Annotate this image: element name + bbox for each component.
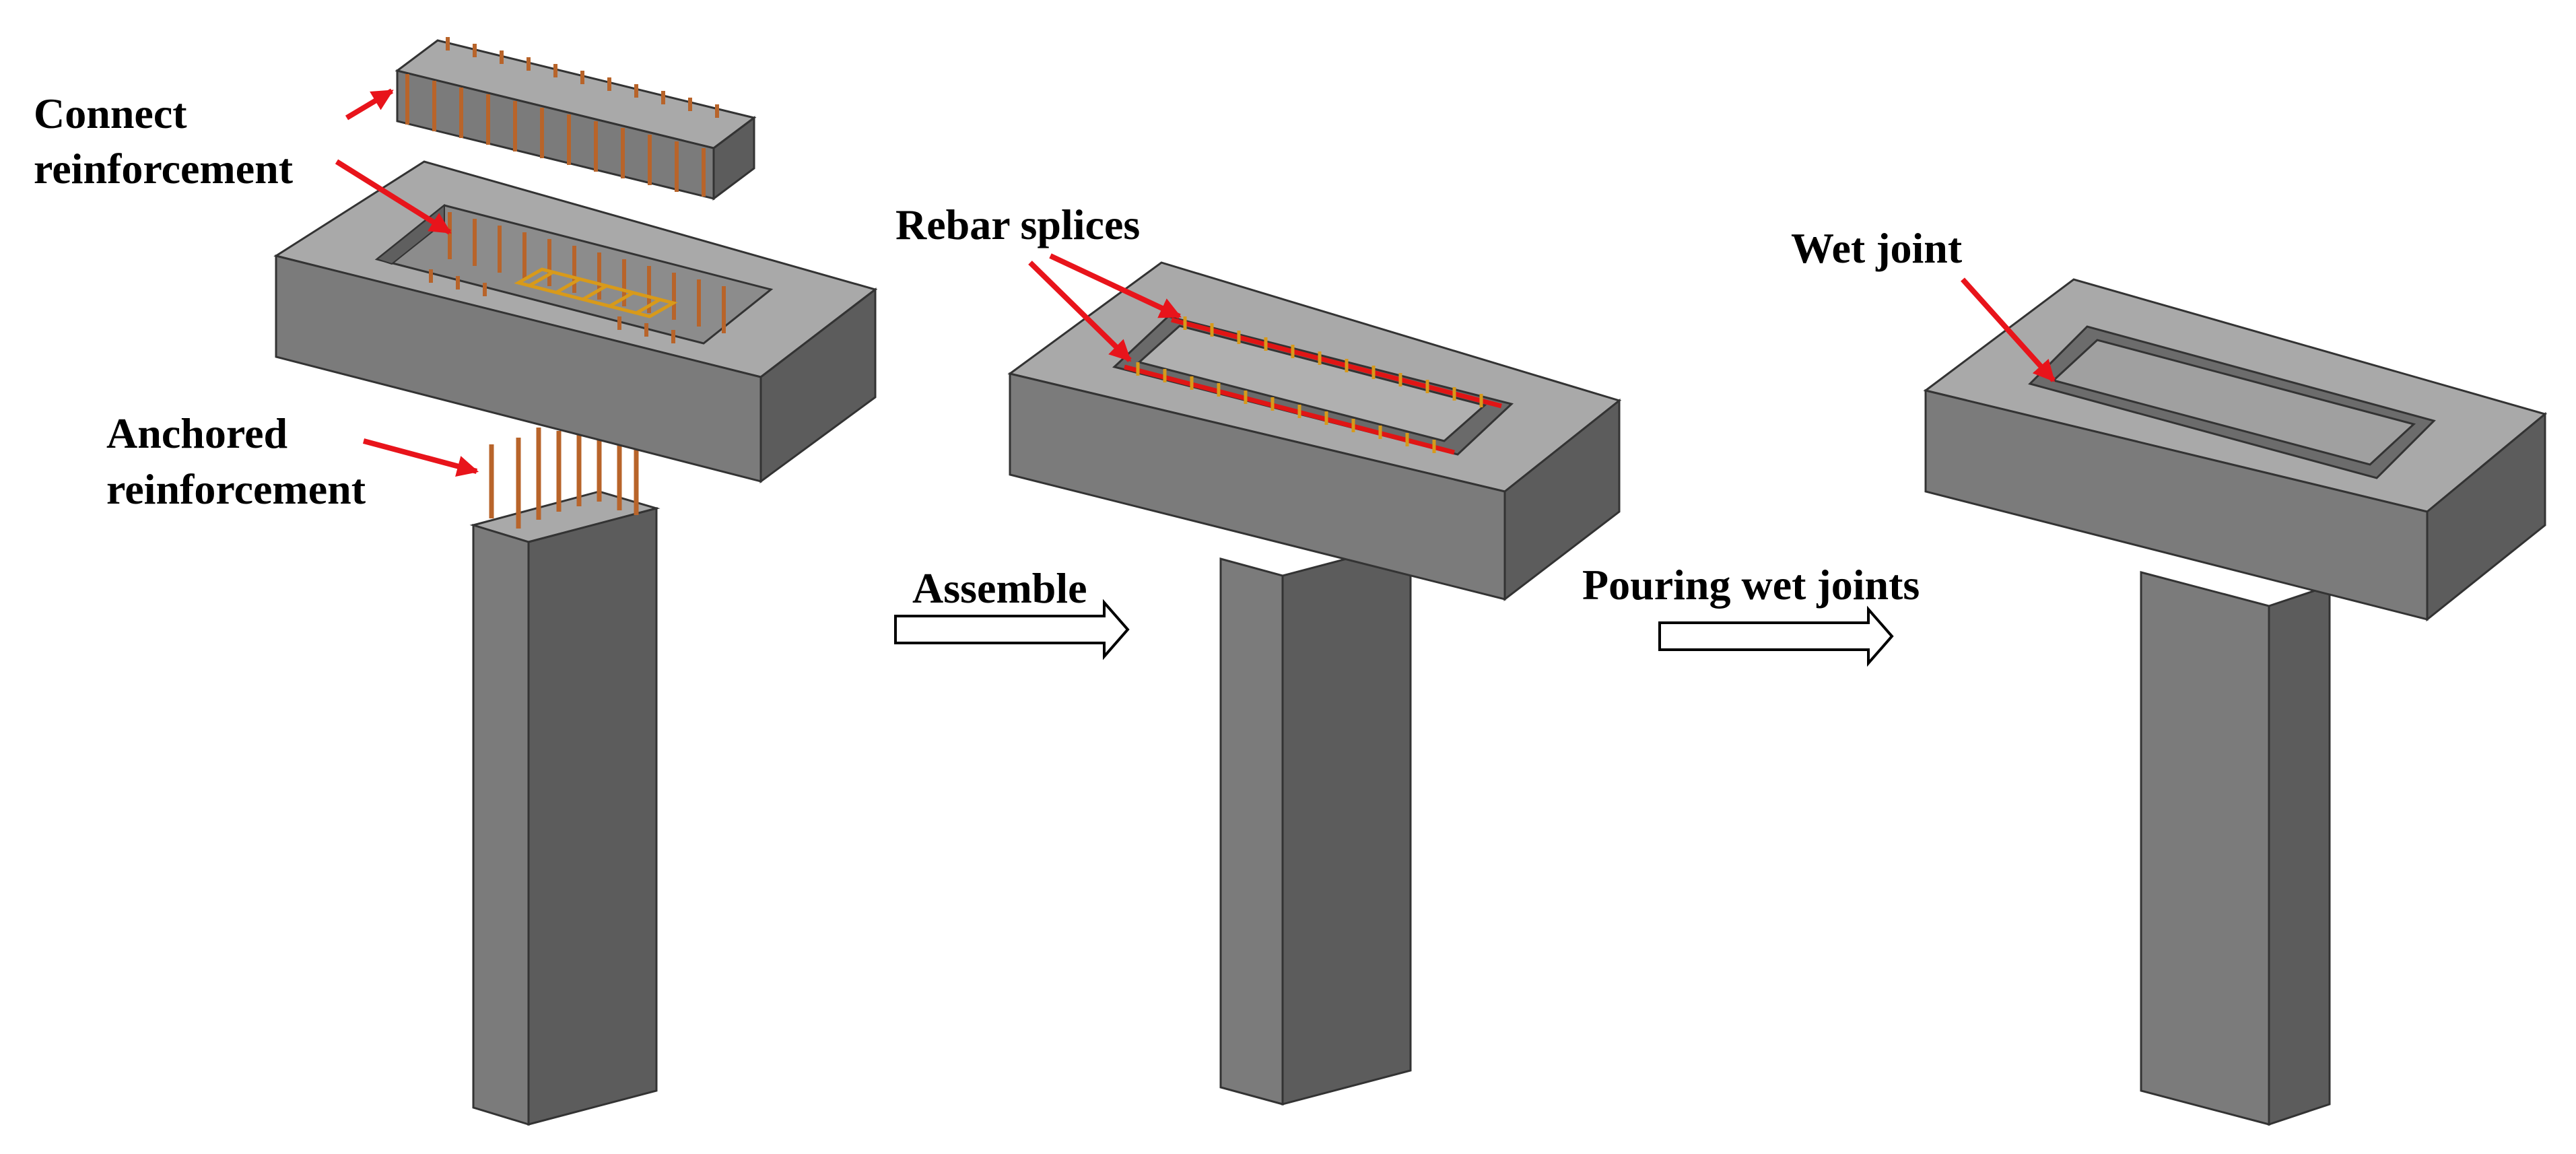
label-wet-joint: Wet joint (1791, 224, 1963, 272)
column-stage1-side (527, 507, 658, 1126)
cap-beam-stage3 (1923, 278, 2548, 622)
pouring-process-arrow (1658, 605, 1894, 667)
connection-block (395, 39, 757, 201)
cage-rung (527, 271, 553, 288)
column-stage2 (1219, 541, 1412, 1106)
cap-stage2-inner-block (1137, 325, 1487, 442)
splice-arrow-lower (1028, 261, 1132, 362)
cap-embedded-cage (514, 267, 678, 318)
label-connect-line1: Connect (34, 90, 187, 137)
splice-group (1124, 317, 1502, 455)
stage-2-assembled: Rebar splices (895, 201, 1622, 1106)
cap-stage2-side (1503, 398, 1621, 602)
cap-embedded-cage-frame (514, 267, 678, 318)
cage-rung (608, 291, 634, 308)
cap-beam-stage2 (1007, 261, 1622, 602)
splice-ties (1136, 316, 1483, 453)
label-rebar-splices: Rebar splices (895, 201, 1140, 248)
column-stage1 (469, 490, 660, 1126)
cap-stage1-side (759, 287, 877, 483)
column-stage1-front (472, 523, 530, 1126)
column-stage2-side (1281, 541, 1412, 1106)
connect-arrow-to-cap (335, 159, 452, 235)
splice-arrow-upper (1049, 253, 1182, 319)
assemble-process-arrow (894, 599, 1130, 660)
label-pouring-wet-joints: Pouring wet joints (1582, 561, 1920, 609)
connect-arrow-to-block (345, 88, 394, 121)
label-anchored-line2: reinforcement (106, 465, 366, 513)
column-stage3-side (2268, 584, 2331, 1126)
wet-joint-arrow (1961, 277, 2056, 382)
cap-stage3-side (2426, 411, 2546, 622)
cage-rung (635, 298, 661, 315)
rebar-splice-upper (1171, 317, 1502, 409)
connection-block-side (712, 116, 755, 201)
label-connect-line2: reinforcement (34, 145, 294, 193)
connection-block-rebar-group (405, 37, 719, 197)
column-stage3-front (2140, 571, 2270, 1126)
column-stage2-front (1219, 557, 1284, 1106)
label-anchored-line1: Anchored (106, 409, 287, 457)
stage-3-wet-joint: Wet joint (1791, 224, 2548, 1126)
rebar-splice-lower (1124, 364, 1455, 455)
cage-rung (554, 277, 580, 295)
cage-rung (581, 284, 607, 302)
cap-beam-stage1 (273, 160, 878, 483)
column-stage3 (2140, 571, 2331, 1126)
stage-1-exploded: Connect reinforcement Anchored reinforce… (34, 37, 878, 1126)
label-assemble: Assemble (912, 564, 1087, 612)
wet-joint-inner-surface (2051, 339, 2416, 466)
anchored-rebar-group (489, 421, 639, 529)
anchored-arrow (362, 438, 479, 477)
